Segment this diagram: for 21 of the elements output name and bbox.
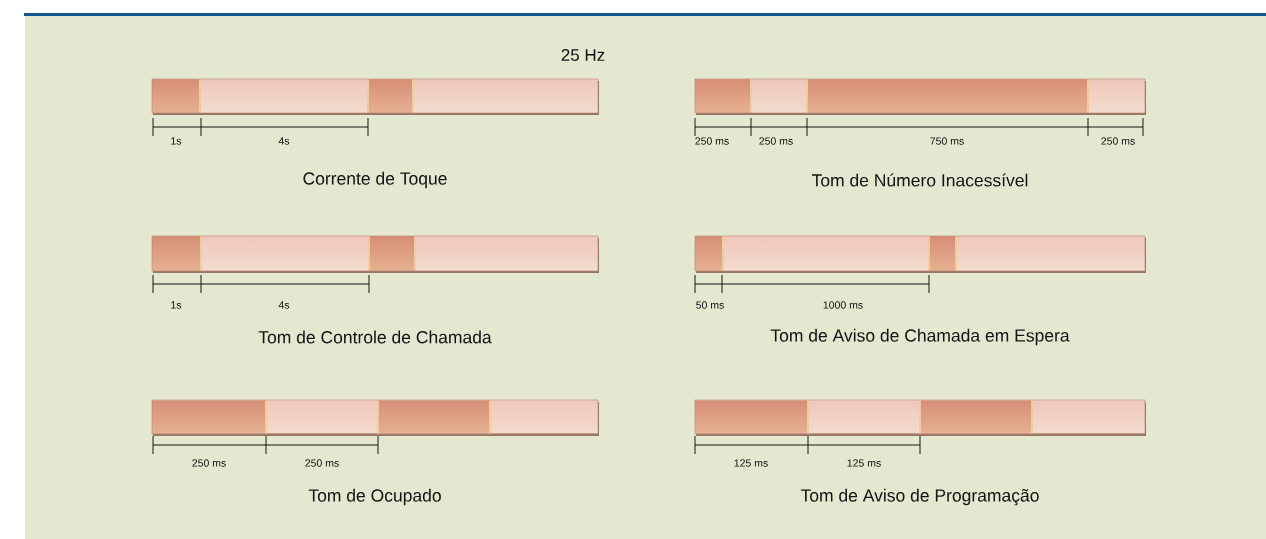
dimension-label: 125 ms [734, 459, 768, 467]
dimension-label: 250 ms [305, 459, 339, 467]
dimension-label: 4s [278, 301, 290, 309]
caption: Tom de Aviso de Chamada em Espera [770, 328, 1070, 346]
dimension-label: 1s [171, 137, 182, 145]
dimension-label: 1000 ms [823, 301, 863, 309]
dimension-label: 250 ms [192, 459, 226, 467]
dimension-label: 250 ms [1101, 137, 1135, 145]
caption: Corrente de Toque [303, 171, 447, 189]
caption: Tom de Número Inacessível [811, 173, 1028, 187]
dimension-label: 250 ms [759, 137, 793, 145]
frequency-label: 25 Hz [561, 49, 605, 62]
dimension-label: 250 ms [695, 137, 729, 145]
caption: Tom de Controle de Chamada [258, 330, 492, 344]
caption: Tom de Ocupado [308, 488, 441, 506]
dimension-label: 125 ms [847, 459, 881, 467]
dimension-label: 1s [171, 301, 182, 309]
dimension-label: 4s [278, 137, 290, 145]
dimension-label: 750 ms [930, 137, 964, 145]
caption: Tom de Aviso de Programação [800, 488, 1039, 506]
dimension-label: 50 ms [696, 301, 724, 309]
